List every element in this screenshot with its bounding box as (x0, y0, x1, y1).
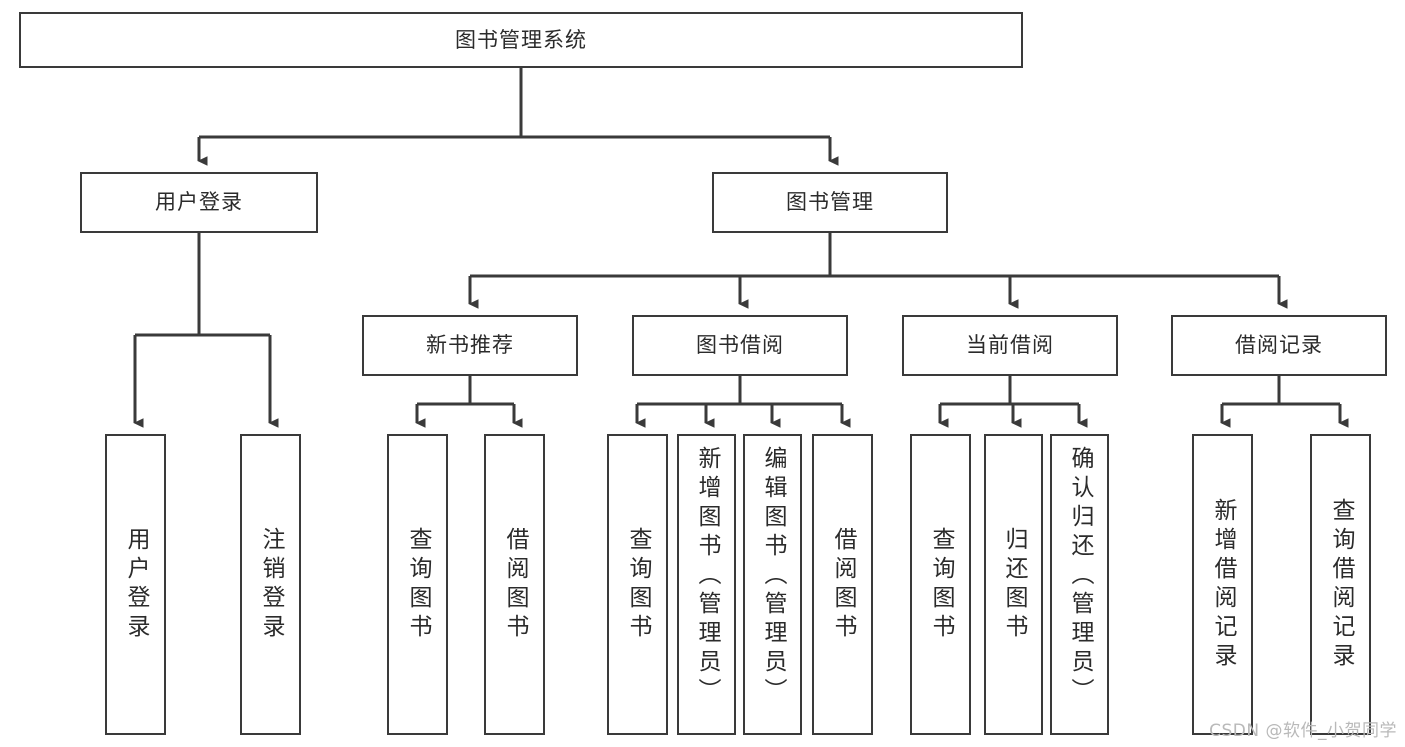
leaf-confirm-return[interactable]: 确认归还（管理员） (1050, 434, 1109, 735)
node-label: 图书管理 (786, 190, 874, 215)
node-label: 查询图书 (928, 526, 954, 643)
leaf-query-book-borrow[interactable]: 查询图书 (607, 434, 668, 735)
node-current-borrow[interactable]: 当前借阅 (902, 315, 1118, 376)
node-label: 图书管理系统 (455, 27, 587, 52)
node-label: 借阅图书 (830, 526, 856, 643)
node-label: 归还图书 (1001, 526, 1027, 643)
leaf-add-borrow-record[interactable]: 新增借阅记录 (1192, 434, 1253, 735)
node-label: 新增借阅记录 (1210, 497, 1236, 672)
leaf-return-book[interactable]: 归还图书 (984, 434, 1043, 735)
leaf-user-login[interactable]: 用户登录 (105, 434, 166, 735)
node-label: 用户登录 (155, 190, 243, 215)
node-label: 注销登录 (258, 526, 284, 643)
node-label: 用户登录 (123, 526, 149, 643)
node-label: 查询图书 (625, 526, 651, 643)
node-label: 当前借阅 (966, 333, 1054, 358)
node-label: 借阅记录 (1235, 333, 1323, 358)
leaf-add-book[interactable]: 新增图书（管理员） (677, 434, 736, 735)
leaf-logout-login[interactable]: 注销登录 (240, 434, 301, 735)
leaf-query-book-recommend[interactable]: 查询图书 (387, 434, 448, 735)
node-label: 编辑图书（管理员） (760, 446, 786, 707)
node-label: 新书推荐 (426, 333, 514, 358)
node-label: 确认归还（管理员） (1067, 446, 1093, 707)
leaf-borrow-book-borrow[interactable]: 借阅图书 (812, 434, 873, 735)
watermark-text: CSDN @软件_小贺同学 (1209, 721, 1397, 741)
leaf-query-book-current[interactable]: 查询图书 (910, 434, 971, 735)
node-book-borrow[interactable]: 图书借阅 (632, 315, 848, 376)
leaf-edit-book[interactable]: 编辑图书（管理员） (743, 434, 802, 735)
leaf-query-borrow-record[interactable]: 查询借阅记录 (1310, 434, 1371, 735)
node-user-login[interactable]: 用户登录 (80, 172, 318, 233)
node-label: 借阅图书 (502, 526, 528, 643)
node-root-system[interactable]: 图书管理系统 (19, 12, 1023, 68)
node-label: 新增图书（管理员） (694, 446, 720, 707)
node-label: 图书借阅 (696, 333, 784, 358)
node-new-book-recommend[interactable]: 新书推荐 (362, 315, 578, 376)
node-borrow-record[interactable]: 借阅记录 (1171, 315, 1387, 376)
node-label: 查询借阅记录 (1328, 497, 1354, 672)
leaf-borrow-book-recommend[interactable]: 借阅图书 (484, 434, 545, 735)
node-label: 查询图书 (405, 526, 431, 643)
node-book-management[interactable]: 图书管理 (712, 172, 948, 233)
